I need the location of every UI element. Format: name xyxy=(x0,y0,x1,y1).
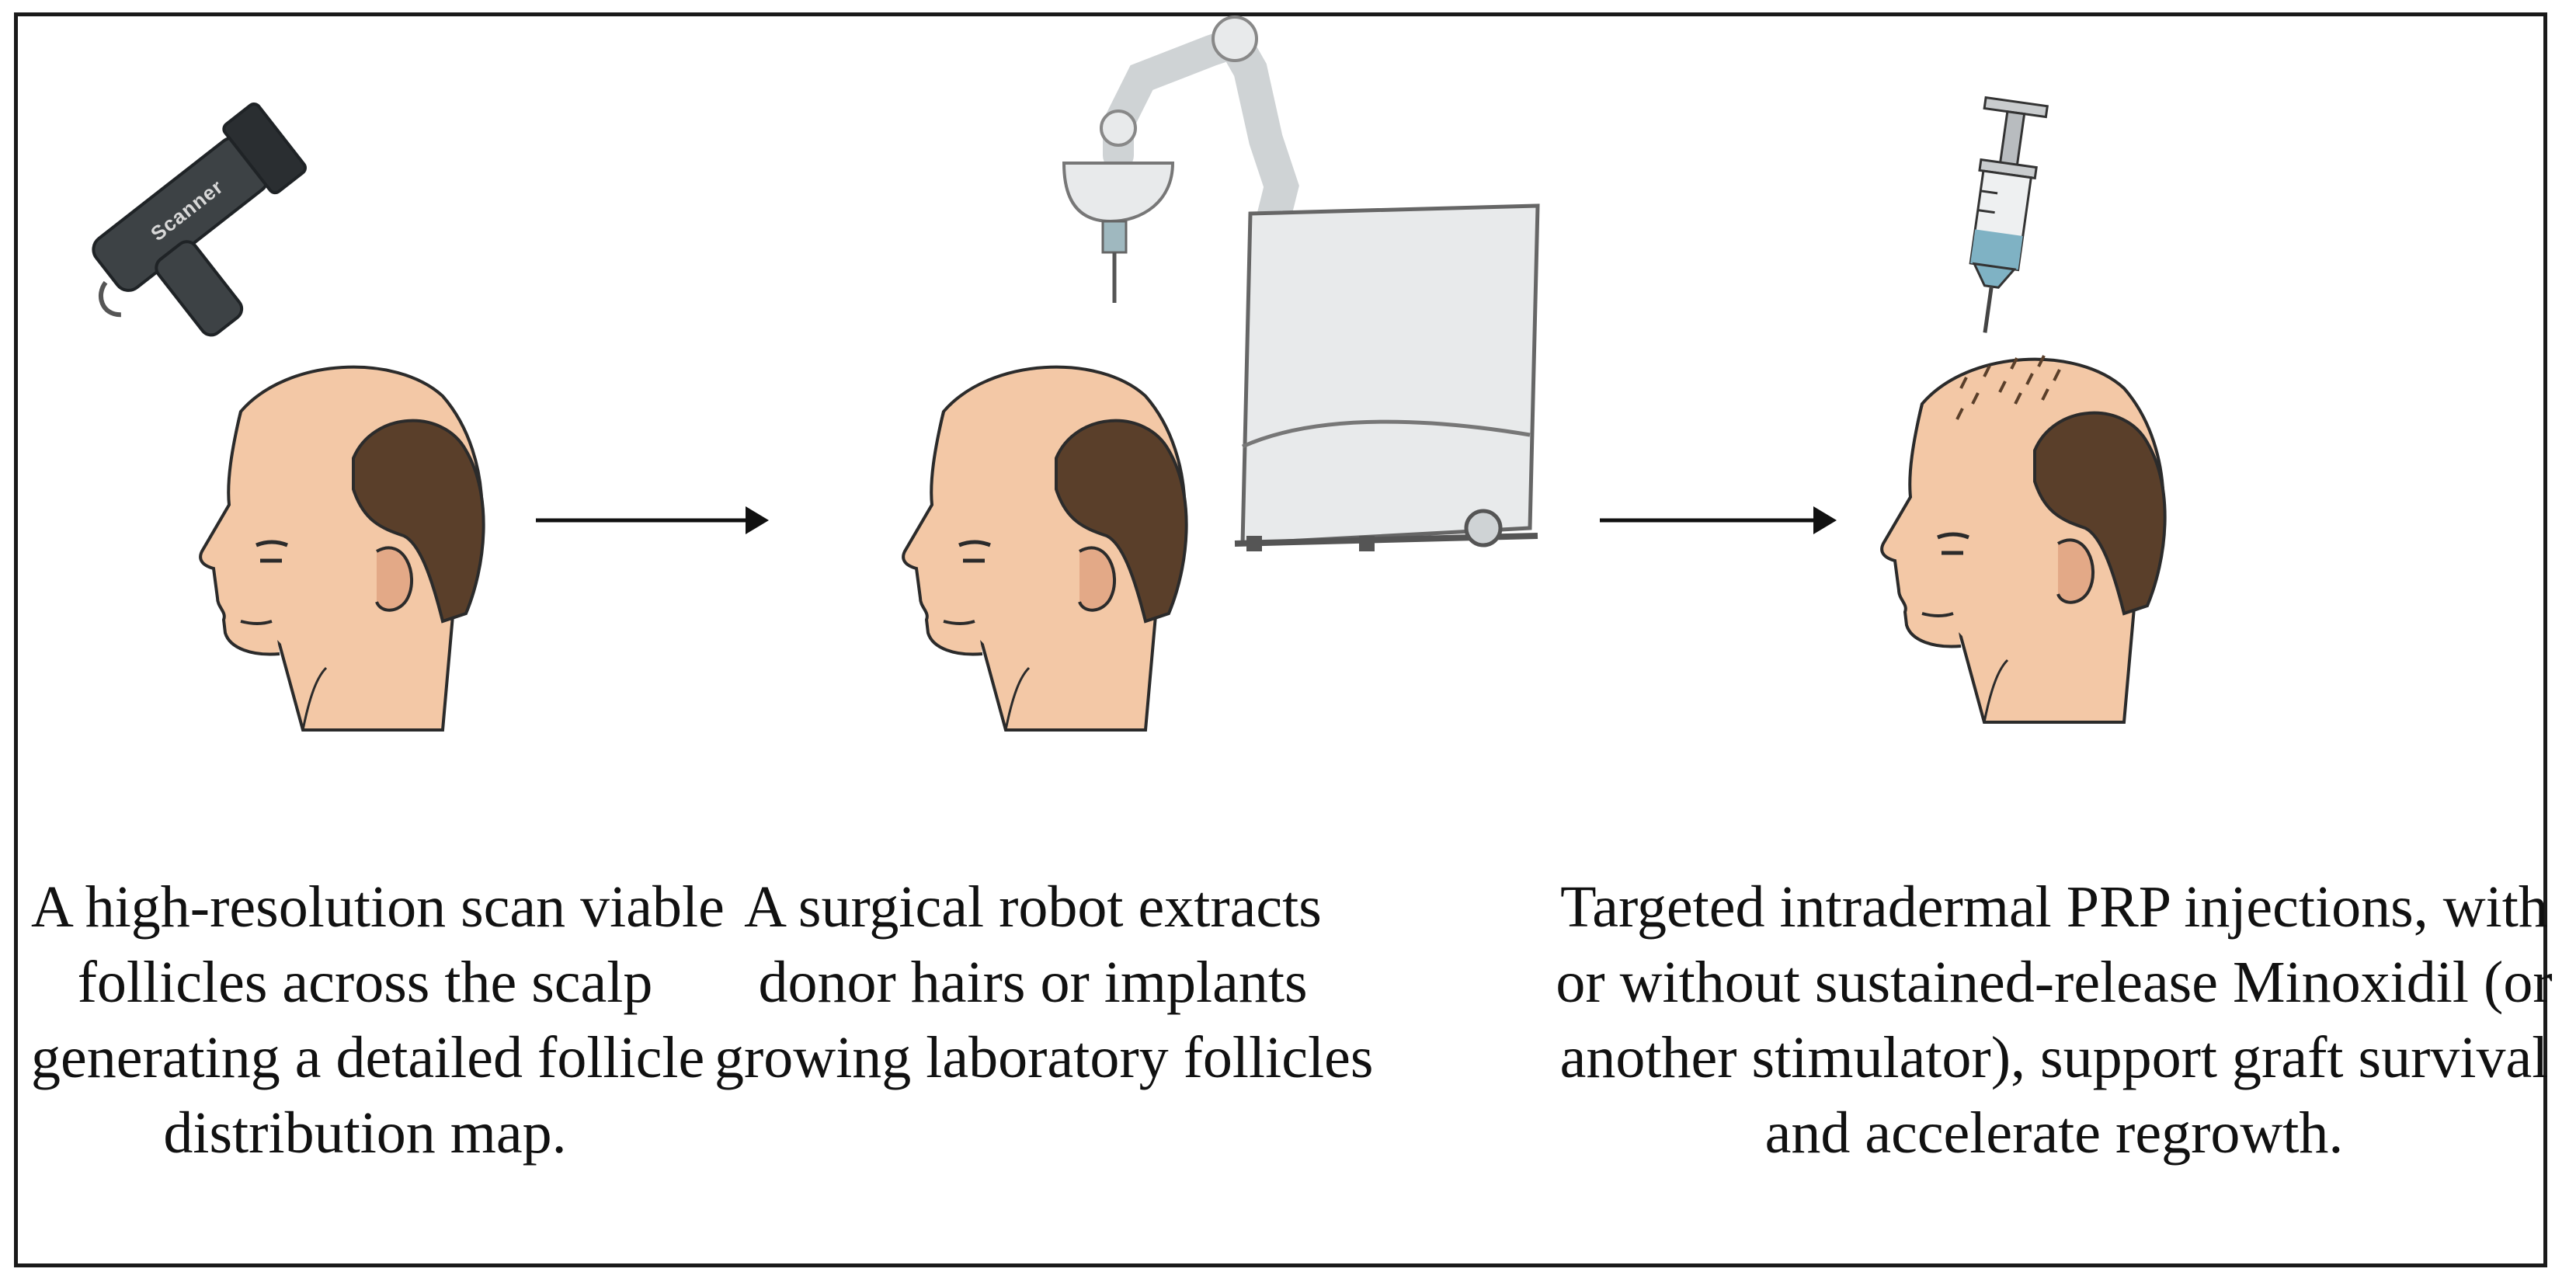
surgical-robot-icon xyxy=(1062,16,1540,551)
caption-line: follicles across the scalp xyxy=(77,950,653,1015)
patient-head-2 xyxy=(903,367,1187,730)
step-2-caption: A surgical robot extracts donor hairs or… xyxy=(714,870,1374,1096)
caption-line: generating a detailed follicle xyxy=(31,1025,705,1090)
caption-line: Targeted intradermal PRP injections, wit… xyxy=(1560,874,2548,940)
arrow-1 xyxy=(536,506,769,534)
implanted-hair-stubble xyxy=(1955,355,2061,420)
arrow-2 xyxy=(1600,506,1837,534)
caption-line: another stimulator), support graft survi… xyxy=(1559,1025,2549,1090)
handheld-scanner-icon: Scanner xyxy=(92,103,307,337)
caption-line: or without sustained-release Minoxidil (… xyxy=(1556,950,2553,1015)
caption-line: A high-resolution scan viable xyxy=(31,874,725,940)
caption-line: and accelerate regrowth. xyxy=(1764,1100,2344,1166)
patient-head-1 xyxy=(200,367,484,730)
caption-line: distribution map. xyxy=(163,1100,567,1166)
step-3-caption: Targeted intradermal PRP injections, wit… xyxy=(1549,870,2559,1171)
caption-line: donor hairs or implants xyxy=(758,950,1308,1015)
syringe-icon xyxy=(1969,96,2049,333)
caption-line: A surgical robot extracts xyxy=(744,874,1322,940)
caption-line: growing laboratory follicles xyxy=(714,1025,1374,1090)
patient-head-3 xyxy=(1882,360,2165,722)
step-1-caption: A high-resolution scan viable follicles … xyxy=(31,870,725,1171)
